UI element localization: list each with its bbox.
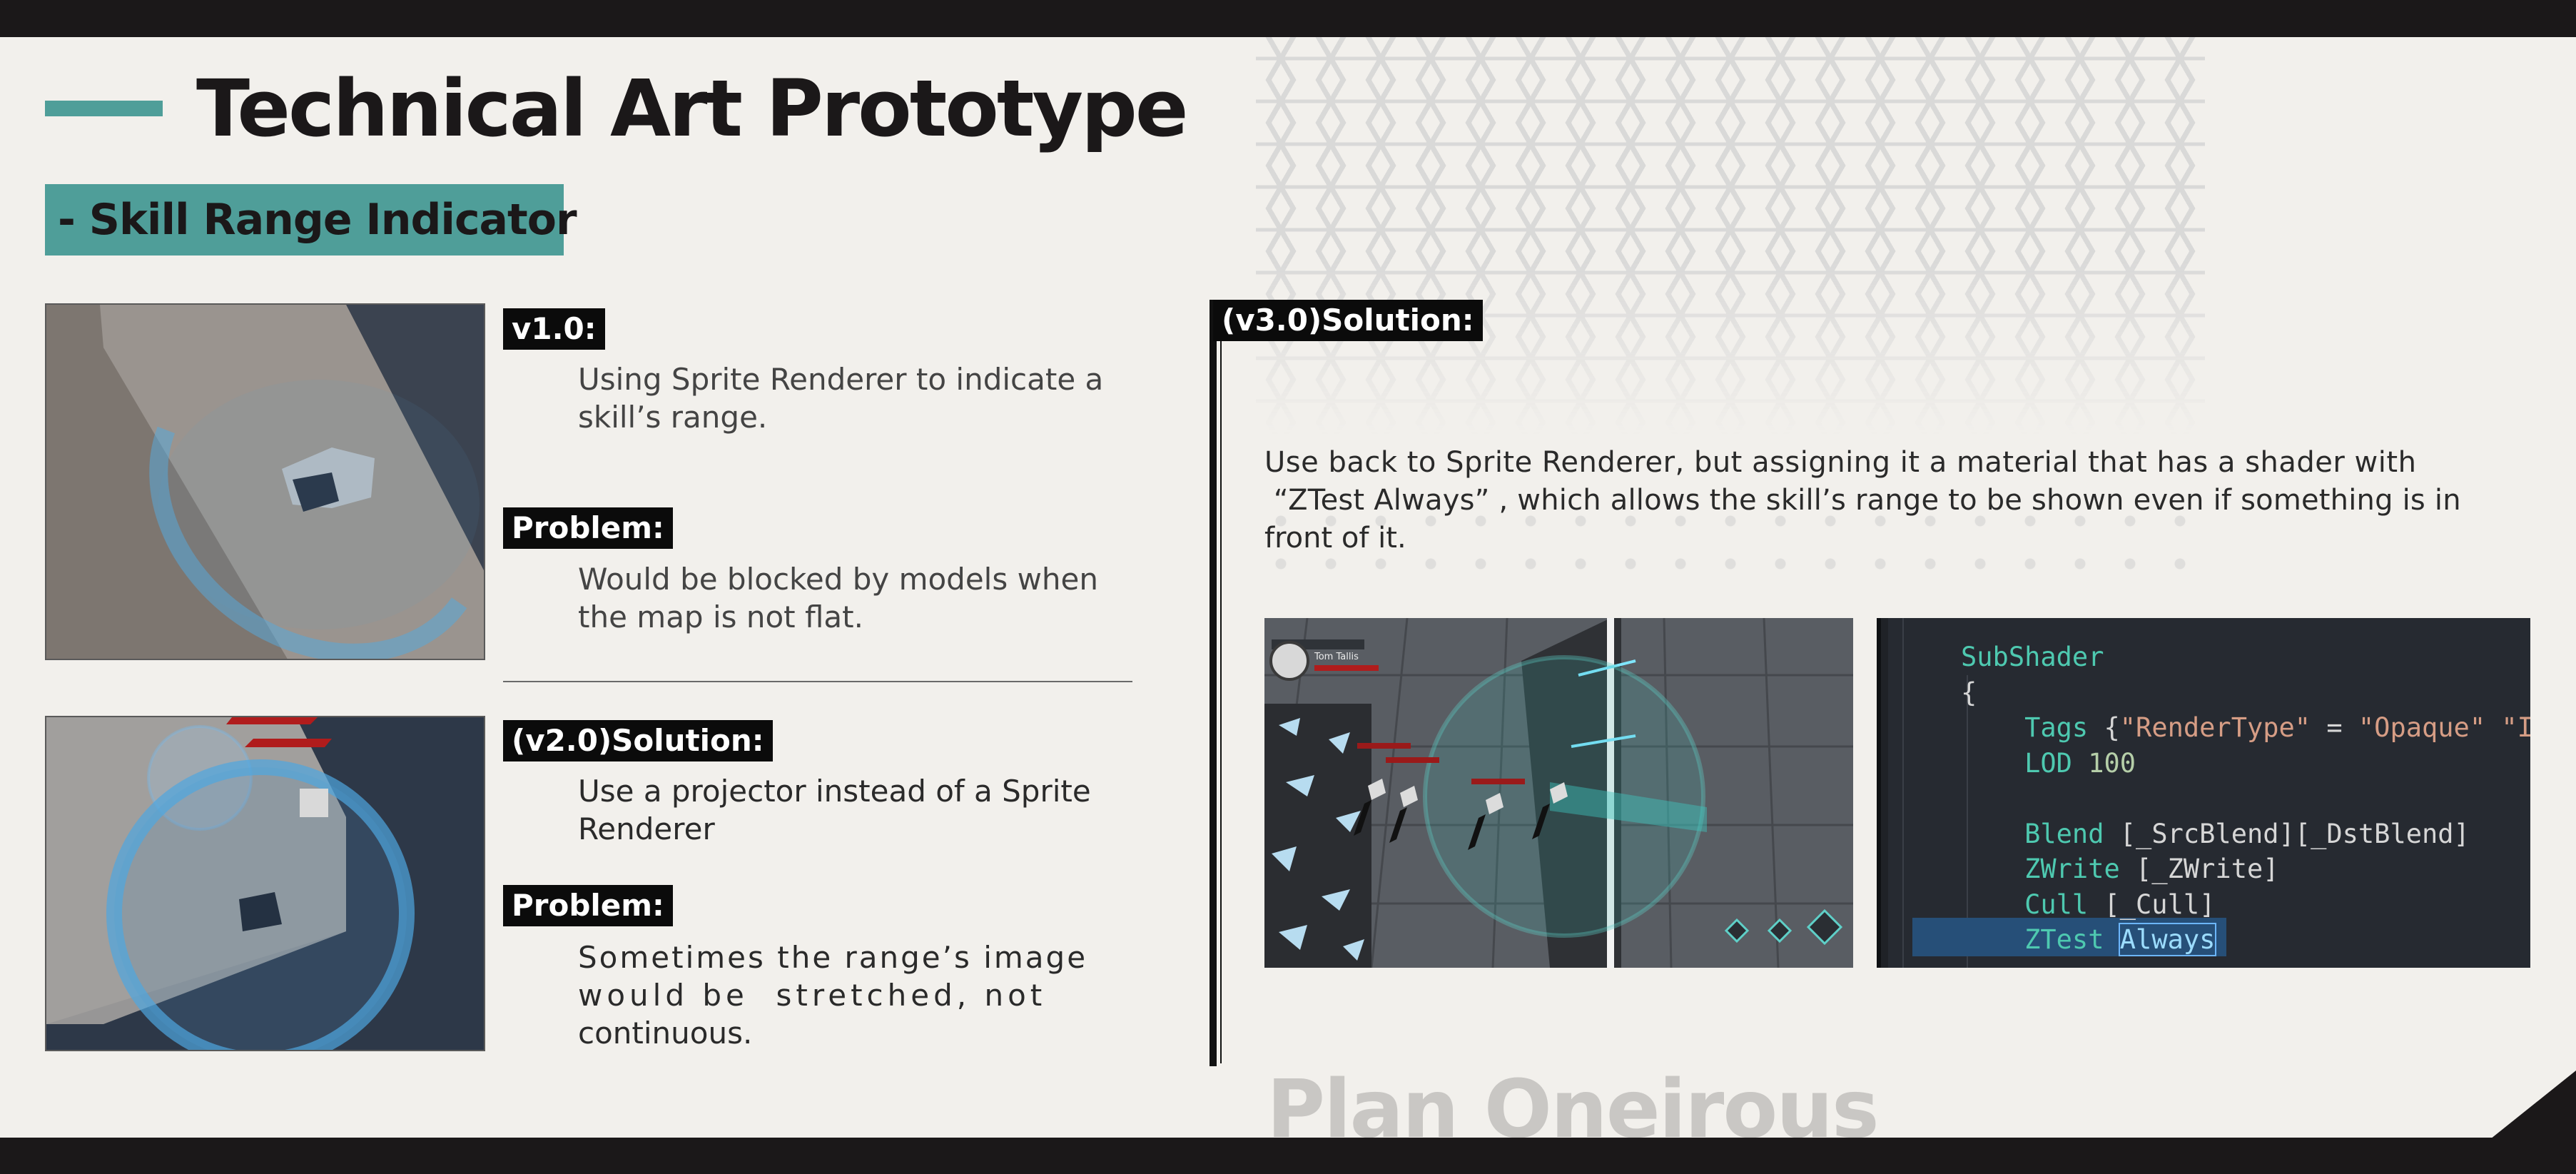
v2-description-line1: Use a projector instead of a Sprite xyxy=(578,774,1091,809)
bottom-bar xyxy=(0,1138,2576,1174)
code-line: LOD 100 xyxy=(1961,746,2136,781)
code-token: [_ZWrite] xyxy=(2136,854,2279,884)
v1-tag: v1.0: xyxy=(503,308,605,350)
code-line: ZTest Always xyxy=(1961,922,2217,958)
top-bar xyxy=(0,0,2576,37)
v3-vertical-rule xyxy=(1210,300,1217,1066)
code-token: "RenderType" xyxy=(2119,712,2311,743)
v3-game-screenshot: Tom Tallis xyxy=(1264,618,1853,968)
code-token: 100 xyxy=(2088,747,2136,779)
code-token: { xyxy=(2104,712,2120,743)
v2-tag: (v2.0)Solution: xyxy=(503,720,773,761)
code-token: { xyxy=(1961,677,1977,708)
v2-problem-line3: continuous. xyxy=(578,1016,753,1051)
code-line: SubShader xyxy=(1961,639,2104,675)
code-line: Tags {"RenderType" = "Opaque" "I xyxy=(1961,710,2530,746)
v1-problem-tag: Problem: xyxy=(503,507,673,549)
dot-pattern-decoration xyxy=(1256,500,2205,592)
code-token: Blend xyxy=(1961,818,2120,849)
subtitle-banner: - Skill Range Indicator xyxy=(45,184,577,255)
v1-problem-line2: the map is not flat. xyxy=(578,599,863,634)
code-token: "I xyxy=(2485,712,2530,743)
page-title: Technical Art Prototype xyxy=(196,63,1188,154)
code-line: Blend [_SrcBlend][_DstBlend] xyxy=(1961,816,2470,852)
code-line: Cull [_Cull] xyxy=(1961,887,2215,923)
code-token: SubShader xyxy=(1961,642,2104,672)
code-token: ZTest xyxy=(1961,924,2120,955)
v2-problem-line2: would be stretched, not xyxy=(578,978,1047,1013)
v3-scene-image: Tom Tallis xyxy=(1264,618,1853,968)
code-token: ZWrite xyxy=(1961,854,2136,884)
code-line: { xyxy=(1961,675,1977,711)
v2-problem-line1: Sometimes the range’s image xyxy=(578,940,1088,975)
section-divider xyxy=(503,681,1132,682)
v3-vertical-rule-thin xyxy=(1220,335,1222,1063)
v3-description-line3: front of it. xyxy=(1264,522,1406,555)
v1-screenshot xyxy=(45,303,485,660)
code-token: [_Cull] xyxy=(2104,889,2216,920)
v1-description-line2: skill’s range. xyxy=(578,400,768,435)
v2-problem-tag: Problem: xyxy=(503,885,673,926)
title-accent-dash xyxy=(45,101,163,116)
code-token: LOD xyxy=(1961,747,2089,779)
corner-triangle-decoration xyxy=(2490,1071,2576,1139)
code-token: "Opaque" xyxy=(2358,712,2486,743)
shader-code-panel: SubShader{ Tags {"RenderType" = "Opaque"… xyxy=(1877,618,2530,968)
triangle-pattern-decoration xyxy=(1256,37,2205,437)
code-line: ZWrite [_ZWrite] xyxy=(1961,851,2279,887)
code-token: Tags xyxy=(1961,712,2104,743)
v1-scene-image xyxy=(46,305,484,659)
code-token: Always xyxy=(2118,923,2217,956)
subtitle-text: - Skill Range Indicator xyxy=(58,195,577,245)
v2-scene-image xyxy=(46,717,484,1050)
v1-description-line1: Using Sprite Renderer to indicate a xyxy=(578,362,1104,397)
v3-tag: (v3.0)Solution: xyxy=(1213,300,1483,341)
code-token: [_SrcBlend][_DstBlend] xyxy=(2119,818,2470,849)
v3-description-line2: “ZTest Always” , which allows the skill’… xyxy=(1264,484,2461,517)
code-token: Cull xyxy=(1961,889,2104,920)
code-indent-guide-inner xyxy=(1967,675,1968,968)
player-name-label: Tom Tallis xyxy=(1314,652,1359,662)
v2-screenshot xyxy=(45,716,485,1051)
v1-problem-line1: Would be blocked by models when xyxy=(578,562,1099,597)
code-indent-guide xyxy=(1902,618,1904,968)
code-gutter xyxy=(1881,618,1888,968)
v2-description-line2: Renderer xyxy=(578,811,715,846)
code-token: = xyxy=(2311,712,2358,743)
v3-description-line1: Use back to Sprite Renderer, but assigni… xyxy=(1264,446,2417,479)
